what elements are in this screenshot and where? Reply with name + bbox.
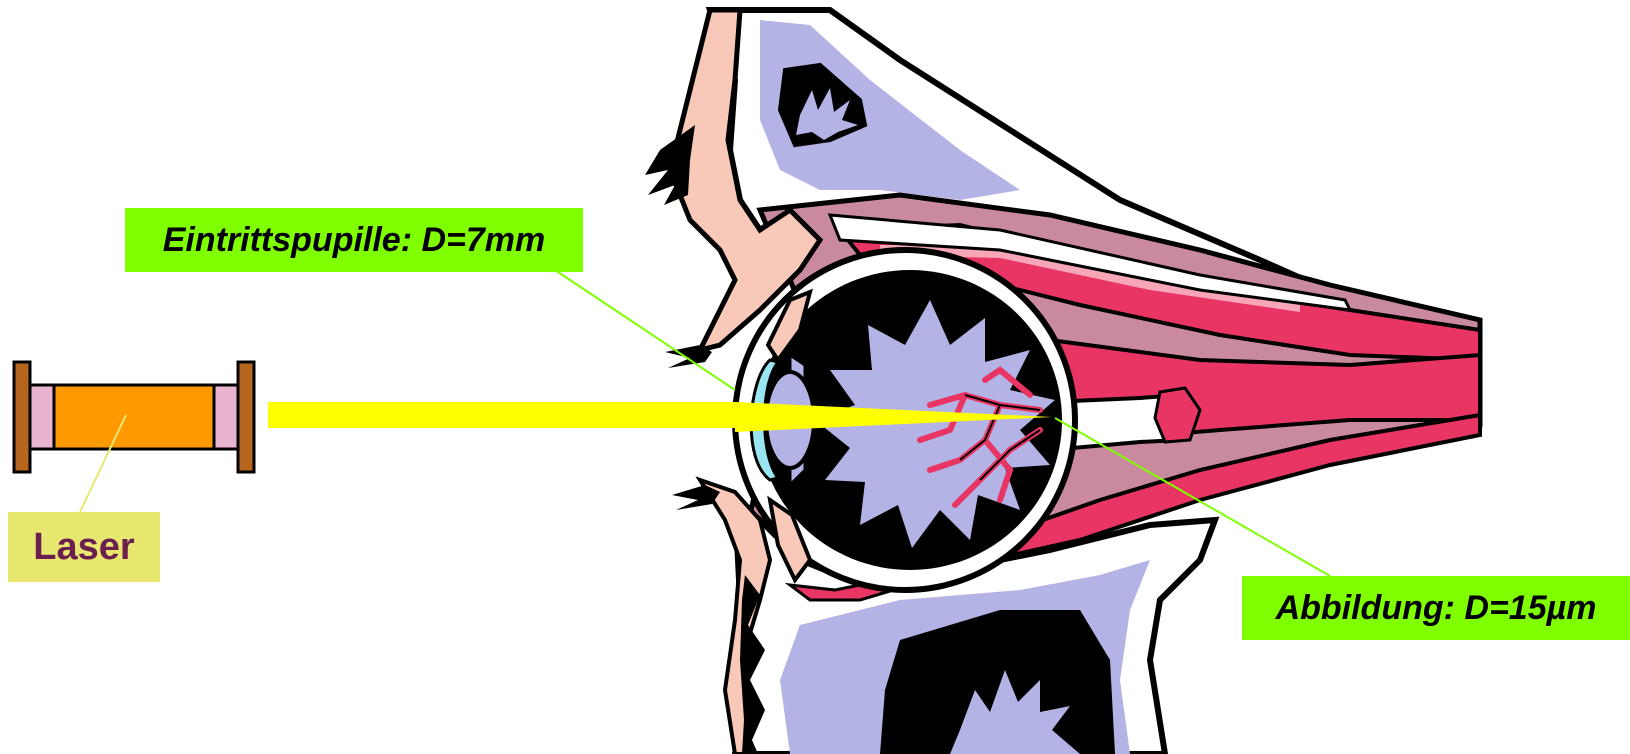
entrance-pupil-label: Eintrittspupille: D=7mm	[125, 208, 583, 272]
image-size-label: Abbildung: D=15µm	[1242, 576, 1630, 640]
laser-right-ring	[214, 385, 238, 449]
lower-eyelash	[672, 485, 720, 510]
laser-beam	[268, 402, 738, 428]
laser-label: Laser	[8, 512, 160, 582]
entrance-pupil-text: Eintrittspupille: D=7mm	[163, 221, 546, 260]
laser-left-ring	[30, 385, 54, 449]
laser-left-cap	[14, 362, 30, 472]
laser-device-icon	[14, 362, 254, 472]
laser-right-cap	[238, 362, 254, 472]
image-size-text: Abbildung: D=15µm	[1276, 589, 1597, 628]
laser-text: Laser	[33, 526, 134, 569]
laser-body	[54, 385, 214, 449]
eyebrow-hair	[645, 125, 695, 205]
